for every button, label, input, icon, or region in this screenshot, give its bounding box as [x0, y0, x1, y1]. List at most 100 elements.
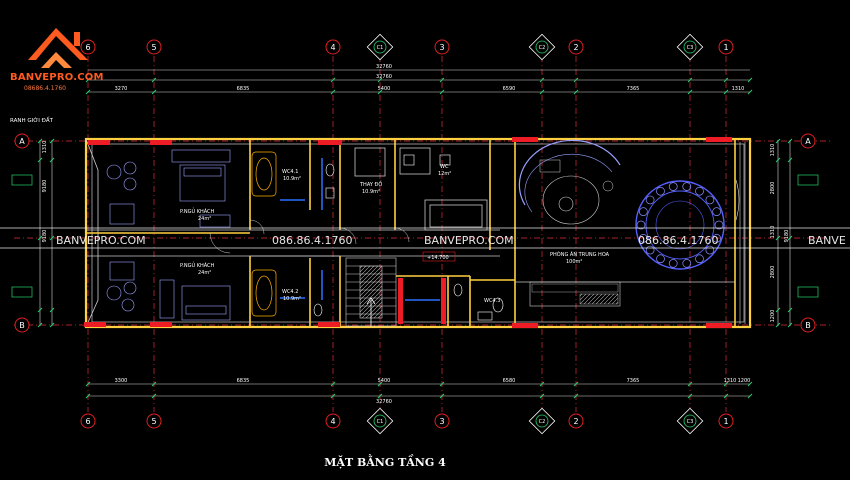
axis-left-A-label: A: [19, 137, 25, 146]
axis-bottom-2-label: 2: [573, 417, 578, 426]
room-bedroom-1-label: P.NGỦ KHÁCH: [180, 207, 215, 215]
room-dressing-label: THAY ĐỒ: [359, 179, 382, 188]
axis-bottom-6-label: 6: [85, 417, 90, 426]
axis-bottom-5-label: 5: [151, 417, 156, 426]
columns: [84, 137, 732, 328]
dim-bottom-2: 5400: [378, 378, 391, 384]
axis-top-C3: C3: [676, 33, 704, 61]
axis-top-C3-label: C3: [687, 45, 694, 51]
watermark-texts: BANVEPRO.COM 086.86.4.1760 BANVEPRO.COM …: [56, 234, 846, 247]
axis-bottom-C2-label: C2: [539, 419, 546, 425]
room-wc3-label: WC4.3: [484, 298, 500, 304]
level-marker: [422, 251, 456, 262]
level-mark-text: +14.700: [427, 255, 449, 261]
room-labels: P.NGỦ KHÁCH 24m² P.NGỦ KHÁCH 24m² WC4.1 …: [180, 164, 610, 304]
axis-right-A: A: [800, 133, 816, 149]
dim-overall-top-a: 32760: [376, 64, 392, 70]
dim-right-4: 1200: [770, 310, 776, 323]
watermark-site-1: BANVEPRO.COM: [56, 234, 146, 247]
banvepro-logo-icon: [28, 28, 88, 68]
room-hall-label: PHÒNG ĂN TRUNG HOA: [550, 251, 610, 258]
axis-top-5-label: 5: [151, 43, 156, 52]
room-dressing-area: 10.9m²: [362, 189, 380, 195]
dimension-lines: [39, 69, 791, 397]
axis-top-3: 3: [434, 39, 450, 55]
axis-left-A: A: [14, 133, 30, 149]
axis-bottom-4: 4: [325, 413, 341, 429]
room-bedroom-2-area: 24m²: [198, 270, 211, 276]
dim-bottom-6: 1200: [738, 378, 751, 384]
watermark-phone-1: 086.86.4.1760: [272, 234, 352, 247]
axis-bottom-1: 1: [718, 413, 734, 429]
dim-bottom-5: 1310: [724, 378, 737, 384]
drawing-title: MẶT BẰNG TẦNG 4: [324, 456, 446, 469]
dim-overall-bottom: 32760: [376, 399, 392, 405]
axis-top-4-label: 4: [330, 43, 335, 52]
dimension-ticks: [37, 77, 793, 399]
interior-walls: [86, 139, 736, 327]
axis-left-B: B: [14, 317, 30, 333]
axis-bottom-6: 6: [80, 413, 96, 429]
room-hall-area: 100m²: [566, 259, 582, 265]
dim-left-2: 9180: [42, 230, 48, 243]
axis-bottom-C2: C2: [528, 407, 556, 435]
axis-top-C1: C1: [366, 33, 394, 61]
stair: [345, 257, 397, 327]
axis-top-C1-label: C1: [377, 45, 384, 51]
axis-bottom-C3-label: C3: [687, 419, 694, 425]
dim-top-0: 3270: [115, 86, 128, 92]
dim-top-5: 1310: [732, 86, 745, 92]
axis-top-C2-label: C2: [539, 45, 546, 51]
dim-right-0: 1310: [770, 144, 776, 157]
dining-chairs: [636, 182, 724, 268]
toilet-fixtures: [313, 154, 504, 321]
room-wc-small-area: 12m²: [438, 171, 451, 177]
dim-right-1: 2800: [770, 182, 776, 195]
row-tag-2: [797, 174, 819, 186]
room-wc-small-label: WC: [440, 164, 449, 170]
axis-top-C2: C2: [528, 33, 556, 61]
bathroom-fixtures: [251, 151, 277, 317]
axis-top-2-label: 2: [573, 43, 578, 52]
room-wc1-area: 10.9m²: [283, 176, 301, 182]
dim-top-1: 6835: [237, 86, 250, 92]
axis-bottom-C1-label: C1: [377, 419, 384, 425]
axis-right-B: B: [800, 317, 816, 333]
axis-bottom-C1: C1: [366, 407, 394, 435]
watermark-site-2: BANVEPRO.COM: [424, 234, 514, 247]
glass-partitions: [280, 158, 440, 301]
boundary-label: RANH GIỚI ĐẤT: [10, 116, 54, 124]
logo-phone: 08686.4.1760: [24, 85, 66, 92]
axis-bottom-3-label: 3: [439, 417, 444, 426]
axis-bottom-3: 3: [434, 413, 450, 429]
watermark-phone-2: 086.86.4.1760: [638, 234, 718, 247]
axis-top-1-label: 1: [723, 43, 728, 52]
room-wc1-label: WC4.1: [282, 169, 298, 175]
room-bedroom-1-area: 24m²: [198, 216, 211, 222]
axis-top-6-label: 6: [85, 43, 90, 52]
axis-right-B-label: B: [805, 321, 811, 330]
axis-top-2: 2: [568, 39, 584, 55]
axis-top-1: 1: [718, 39, 734, 55]
axis-left-B-label: B: [19, 321, 25, 330]
watermark-site-3: BANVE: [808, 234, 846, 247]
axis-top-6: 6: [80, 39, 96, 55]
axis-bottom-5: 5: [146, 413, 162, 429]
axis-top-3-label: 3: [439, 43, 444, 52]
axis-top-5: 5: [146, 39, 162, 55]
bedroom-2-furniture: [106, 261, 231, 321]
axis-right-A-label: A: [805, 137, 811, 146]
glazed-facade: [735, 142, 746, 324]
axis-bottom-2: 2: [568, 413, 584, 429]
axis-top-4: 4: [325, 39, 341, 55]
dim-top-2: 5400: [378, 86, 391, 92]
logo-name: BANVEPRO.COM: [10, 72, 104, 83]
dim-left-1: 9180: [42, 180, 48, 193]
dining-hall-furniture: [518, 139, 725, 307]
axis-bottom-4-label: 4: [330, 417, 335, 426]
dim-right-5: 9180: [784, 230, 790, 243]
dim-left-0: 1310: [42, 141, 48, 154]
